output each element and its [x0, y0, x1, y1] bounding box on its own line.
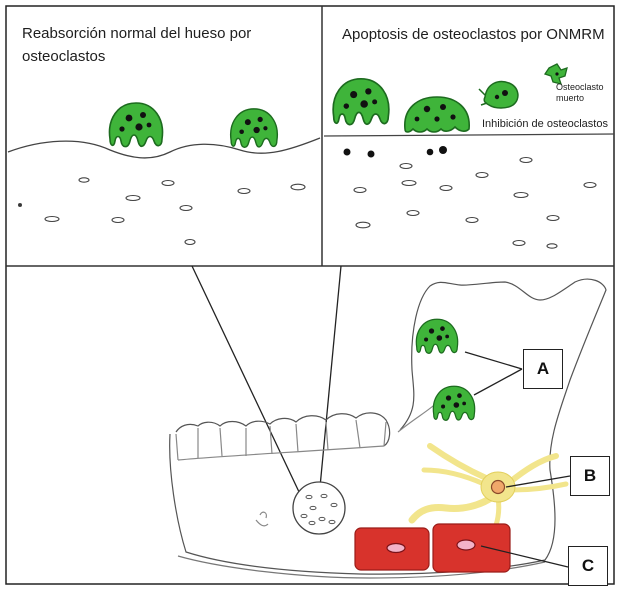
- osteoclast-dead-icon: [545, 64, 567, 84]
- label-b-box: B: [570, 456, 610, 496]
- bone-lacunae-left: [19, 178, 306, 245]
- nerve-nucleus: [492, 481, 505, 494]
- label-a-box: A: [523, 349, 563, 389]
- osteoclast-mandible-upper: [416, 319, 457, 353]
- left-panel-title: Reabsorción normal del hueso por osteocl…: [22, 22, 307, 68]
- bone-surface-right: [324, 134, 614, 136]
- zoom-line-left: [192, 266, 300, 494]
- label-c-box: C: [568, 546, 608, 586]
- osteoclast-resorbing-2: [231, 109, 278, 147]
- bone-lacunae-right: [354, 158, 596, 249]
- osteoclast-apoptosis-1: [333, 79, 389, 125]
- osteoclast-resorbing-1: [110, 103, 163, 147]
- dead-osteoclast-label: Osteoclasto muerto: [556, 82, 604, 104]
- bone-detail-circle: [293, 482, 345, 534]
- blood-vessel-1: [355, 528, 429, 570]
- osteoclast-apoptosis-2: [405, 97, 469, 132]
- dead-osteoclast-label-line1: Osteoclasto: [556, 82, 604, 93]
- zoom-line-right: [320, 266, 341, 487]
- right-panel-title: Apoptosis de osteoclastos por ONMRM: [342, 26, 605, 43]
- osteoclast-mandible-lower: [433, 386, 474, 420]
- apoptotic-debris: [344, 146, 448, 158]
- dead-osteoclast-label-line2: muerto: [556, 93, 604, 104]
- osteoclast-shrinking: [479, 82, 518, 108]
- inhibition-label: Inhibición de osteoclastos: [482, 118, 608, 130]
- blood-vessel-2: [433, 524, 510, 572]
